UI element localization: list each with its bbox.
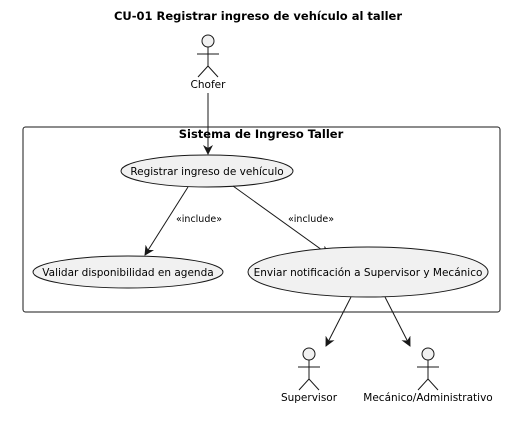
actor-supervisor[interactable]: [298, 347, 320, 391]
actor-supervisor-label: Supervisor: [281, 392, 338, 404]
actor-left-leg: [298, 378, 310, 391]
association-notificar-supervisor: [325, 296, 352, 347]
use-case-notificar-ellipse: [247, 246, 489, 298]
actor-chofer[interactable]: [197, 34, 219, 78]
use-case-registrar-ellipse: [120, 154, 294, 188]
include-label-notificar: «include»: [288, 214, 334, 225]
actor-right-leg: [427, 378, 439, 391]
use-case-registrar-label: Registrar ingreso de vehículo: [130, 166, 283, 178]
include-arrow-notificar: [232, 185, 330, 256]
use-case-validar-ellipse: [32, 255, 224, 289]
system-boundary: [22, 126, 501, 313]
actor-right-leg: [207, 65, 219, 78]
include-arrow-validar: [144, 186, 189, 256]
system-boundary-title: Sistema de Ingreso Taller: [179, 127, 344, 141]
actor-mecanico[interactable]: [417, 347, 439, 391]
include-label-validar: «include»: [176, 214, 222, 225]
association-notificar-mecanico: [384, 296, 411, 347]
use-case-validar[interactable]: Validar disponibilidad en agenda: [32, 255, 224, 289]
actor-head: [201, 34, 215, 48]
actor-right-leg: [308, 378, 320, 391]
diagram-title: CU-01 Registrar ingreso de vehículo al t…: [114, 9, 402, 23]
actor-head: [302, 347, 316, 361]
actor-mecanico-label: Mecánico/Administrativo: [363, 392, 492, 404]
use-case-notificar-label: Enviar notificación a Supervisor y Mecán…: [254, 267, 483, 279]
actor-left-leg: [417, 378, 429, 391]
actor-left-leg: [197, 65, 209, 78]
use-case-validar-label: Validar disponibilidad en agenda: [42, 267, 213, 279]
actor-head: [421, 347, 435, 361]
use-case-registrar[interactable]: Registrar ingreso de vehículo: [120, 154, 294, 188]
use-case-notificar[interactable]: Enviar notificación a Supervisor y Mecán…: [247, 246, 489, 298]
actor-chofer-label: Chofer: [191, 79, 227, 91]
